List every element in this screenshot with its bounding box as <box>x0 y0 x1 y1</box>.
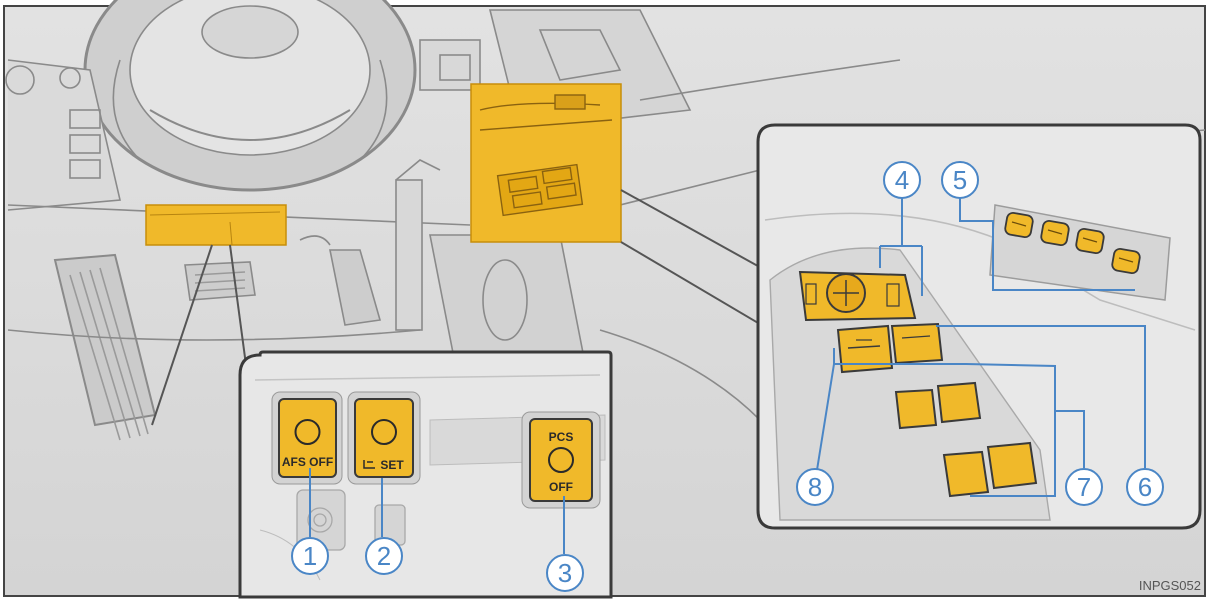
callout-label: 8 <box>808 472 822 502</box>
callout-6: 6 <box>1126 468 1164 506</box>
callout-3: 3 <box>546 554 584 592</box>
window-switch-front-right[interactable] <box>936 381 982 424</box>
callout-8: 8 <box>796 468 834 506</box>
pcs-off-label: OFF <box>549 480 573 494</box>
indicator-light-icon <box>371 419 397 445</box>
callout-label: 7 <box>1077 472 1091 502</box>
indicator-light-icon <box>294 419 321 445</box>
afs-off-label: AFS OFF <box>282 455 333 469</box>
callout-2: 2 <box>365 537 403 575</box>
callout-4: 4 <box>883 161 921 199</box>
switch-area-highlight-door <box>470 83 622 243</box>
seat-memory-icon <box>363 460 375 469</box>
image-code: INPGS052 <box>1139 578 1201 593</box>
set-label: SET <box>380 458 404 472</box>
callout-7: 7 <box>1065 468 1103 506</box>
window-switch-front-left[interactable] <box>894 388 938 430</box>
memory-button-m[interactable] <box>1004 211 1034 239</box>
memory-button-3[interactable] <box>1111 247 1141 275</box>
callout-5: 5 <box>941 161 979 199</box>
callout-label: 1 <box>303 541 317 571</box>
mirror-control-switch[interactable] <box>798 270 917 322</box>
window-switch-rear-right[interactable] <box>986 441 1038 490</box>
window-switch-rear-left[interactable] <box>942 450 990 498</box>
indicator-light-icon <box>548 447 574 473</box>
set-button[interactable]: SET <box>347 391 421 485</box>
switch-area-highlight-lower-dash <box>145 204 287 246</box>
window-lock-switches <box>836 322 944 374</box>
callout-label: 4 <box>895 165 909 195</box>
callout-label: 6 <box>1138 472 1152 502</box>
memory-button-2[interactable] <box>1075 227 1105 255</box>
power-window-switches <box>894 381 1038 498</box>
pcs-label: PCS <box>549 430 574 444</box>
callout-lines-right <box>816 198 1146 497</box>
callout-label: 5 <box>953 165 967 195</box>
pcs-off-button[interactable]: PCS OFF <box>521 411 601 509</box>
window-lock-switch[interactable] <box>890 322 944 365</box>
callout-lines-left <box>309 468 565 554</box>
car-interior-lineart <box>5 0 1206 441</box>
mirror-retract-switch[interactable] <box>836 324 894 374</box>
memory-button-1[interactable] <box>1040 219 1070 247</box>
afs-off-button[interactable]: AFS OFF <box>271 391 343 485</box>
memory-buttons <box>1004 211 1141 275</box>
callout-label: 2 <box>377 541 391 571</box>
callout-label: 3 <box>558 558 572 588</box>
callout-1: 1 <box>291 537 329 575</box>
